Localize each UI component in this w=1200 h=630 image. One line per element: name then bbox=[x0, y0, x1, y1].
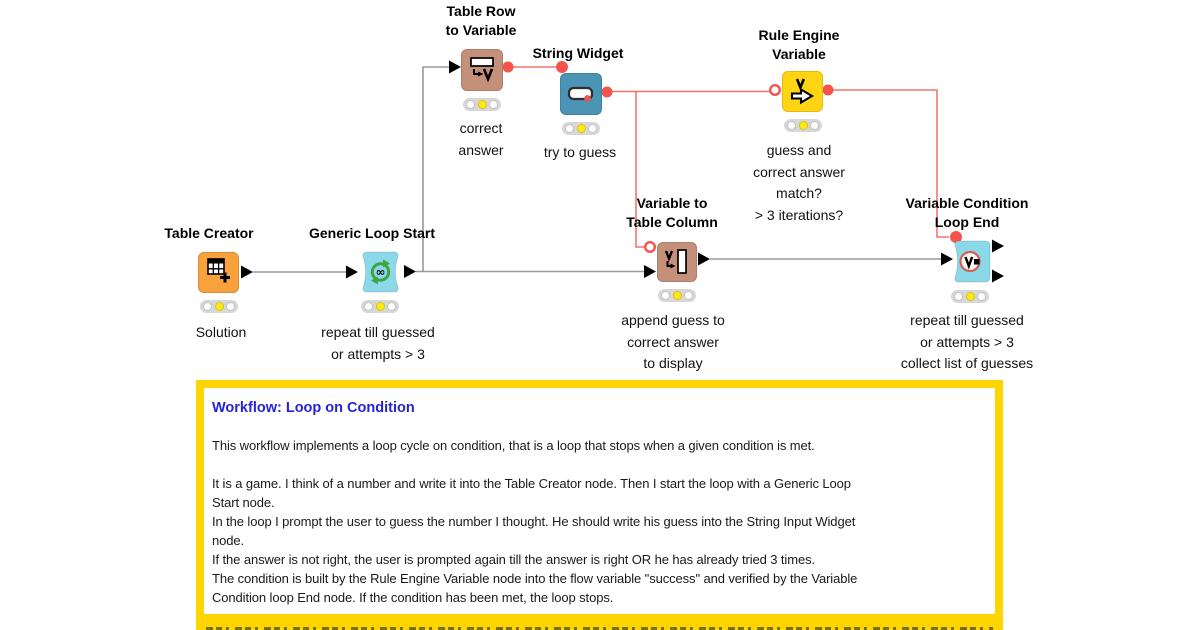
output-port-loopend-bottom[interactable] bbox=[992, 269, 1004, 283]
variable-condition-stop-icon bbox=[959, 250, 981, 273]
input-port-stringwidget-variable[interactable] bbox=[556, 61, 568, 73]
node-title-stringwidget: String Widget bbox=[532, 45, 624, 61]
output-port-vartablecolumn[interactable] bbox=[698, 252, 710, 266]
light-green bbox=[977, 292, 986, 301]
node-generic-loop-start[interactable]: ∞ bbox=[359, 251, 402, 293]
light-red bbox=[787, 121, 796, 130]
row-to-variable-icon bbox=[470, 57, 494, 83]
input-port-vartablecolumn[interactable] bbox=[644, 265, 656, 278]
light-yellow bbox=[375, 302, 385, 311]
table-grid-plus-icon bbox=[207, 258, 230, 283]
light-red bbox=[466, 100, 475, 109]
input-port-loopend[interactable] bbox=[941, 252, 953, 266]
annotation-body: This workflow implements a loop cycle on… bbox=[212, 438, 858, 605]
node-caption-loopstart: repeat till guessed or attempts > 3 bbox=[321, 324, 435, 362]
output-port-tablecreator[interactable] bbox=[241, 265, 253, 279]
text-input-box-icon bbox=[567, 86, 594, 102]
node-title-loopend: Variable Condition Loop End bbox=[905, 195, 1029, 230]
output-port-rowtovariable-variable[interactable] bbox=[502, 61, 514, 73]
light-green bbox=[387, 302, 396, 311]
clipped-annotation-strip bbox=[196, 621, 1003, 630]
light-yellow bbox=[477, 100, 487, 109]
node-title-vartablecolumn: Variable to Table Column bbox=[626, 195, 718, 230]
input-port-vartablecolumn-variable[interactable] bbox=[644, 240, 657, 253]
output-port-loopstart[interactable] bbox=[404, 265, 416, 278]
clipped-text-tops bbox=[206, 626, 993, 630]
input-port-loopstart[interactable] bbox=[346, 265, 358, 279]
light-red bbox=[203, 302, 212, 311]
light-green bbox=[489, 100, 498, 109]
light-green bbox=[226, 302, 235, 311]
light-green bbox=[810, 121, 819, 130]
traffic-light bbox=[658, 289, 696, 302]
light-yellow bbox=[214, 302, 224, 311]
light-green bbox=[588, 124, 597, 133]
node-variable-to-table-column[interactable] bbox=[657, 242, 697, 282]
node-string-widget[interactable] bbox=[560, 73, 602, 115]
output-port-stringwidget-variable[interactable] bbox=[601, 86, 613, 98]
output-port-loopend-top[interactable] bbox=[992, 239, 1004, 253]
node-title-ruleengine: Rule Engine Variable bbox=[758, 27, 840, 62]
node-variable-condition-loop-end[interactable] bbox=[950, 240, 992, 283]
workflow-annotation[interactable]: Workflow: Loop on Condition This workflo… bbox=[196, 380, 1003, 622]
node-caption-stringwidget: try to guess bbox=[543, 144, 617, 160]
connection-stringwidget-to-vartablecolumn bbox=[635, 91, 644, 248]
node-caption-table-creator: Solution bbox=[195, 324, 247, 340]
connection-loopstart-to-rowtovariable bbox=[422, 66, 450, 272]
light-yellow bbox=[576, 124, 586, 133]
variable-arrow-icon bbox=[790, 78, 815, 105]
light-yellow bbox=[672, 291, 682, 300]
traffic-light bbox=[361, 300, 399, 313]
light-yellow bbox=[798, 121, 808, 130]
node-title-table-creator: Table Creator bbox=[164, 225, 254, 241]
node-title-loopstart: Generic Loop Start bbox=[308, 225, 436, 241]
traffic-light bbox=[200, 300, 238, 313]
node-caption-vartablecolumn: append guess to correct answer to displa… bbox=[621, 312, 725, 371]
node-caption-ruleengine: guess and correct answer match? > 3 iter… bbox=[753, 142, 845, 223]
light-red bbox=[954, 292, 963, 301]
node-table-row-to-variable[interactable] bbox=[461, 49, 503, 91]
annotation-title: Workflow: Loop on Condition bbox=[212, 400, 415, 416]
traffic-light bbox=[951, 290, 989, 303]
input-port-rowtovariable[interactable] bbox=[449, 60, 461, 74]
traffic-light bbox=[463, 98, 501, 111]
traffic-light bbox=[562, 122, 600, 135]
light-red bbox=[661, 291, 670, 300]
node-caption-loopend: repeat till guessed or attempts > 3 coll… bbox=[900, 312, 1034, 371]
node-caption-rowtovariable: correct answer bbox=[458, 120, 504, 158]
input-port-ruleengine-variable[interactable] bbox=[769, 83, 782, 96]
node-rule-engine-variable[interactable] bbox=[782, 71, 823, 112]
variable-to-column-icon bbox=[664, 249, 687, 274]
node-table-creator[interactable] bbox=[198, 252, 239, 293]
input-port-loopend-variable[interactable] bbox=[950, 231, 962, 243]
loop-arrows-infinity-icon: ∞ bbox=[370, 259, 391, 285]
light-red bbox=[364, 302, 373, 311]
light-green bbox=[684, 291, 693, 300]
output-port-ruleengine-variable[interactable] bbox=[822, 84, 834, 96]
traffic-light bbox=[784, 119, 822, 132]
light-yellow bbox=[965, 292, 975, 301]
connection-ruleengine-to-loopend bbox=[833, 89, 949, 238]
light-red bbox=[565, 124, 574, 133]
svg-text:∞: ∞ bbox=[376, 265, 386, 279]
node-title-rowtovariable: Table Row to Variable bbox=[445, 3, 517, 38]
